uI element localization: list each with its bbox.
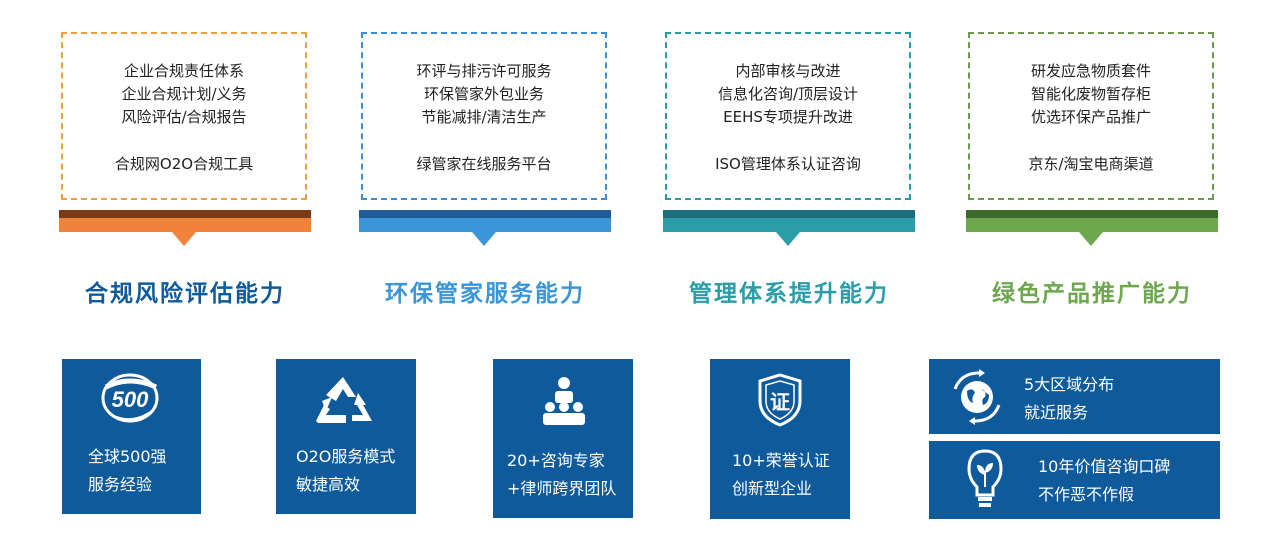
capability-heading: 环保管家服务能力	[385, 281, 585, 307]
pointer-triangle	[776, 232, 800, 246]
pointer-triangle	[472, 232, 496, 246]
capability-heading: 管理体系提升能力	[689, 281, 889, 307]
dashed-box	[968, 32, 1214, 200]
certification-shield-icon: 证	[756, 373, 804, 427]
service-item: 优选环保产品推广	[1030, 108, 1151, 126]
service-item: 研发应急物质套件	[1030, 62, 1151, 80]
certification-badge: 证	[770, 390, 790, 414]
service-item: EEHS专项提升改进	[723, 108, 853, 126]
tile-line: +律师跨界团队	[507, 479, 617, 498]
bar-dark-stripe	[966, 210, 1218, 218]
bar-dark-stripe	[663, 210, 915, 218]
bar-dark-stripe	[359, 210, 611, 218]
service-item: 企业合规责任体系	[123, 62, 244, 80]
tile-line: 全球500强	[88, 447, 167, 466]
dashed-box	[61, 32, 307, 200]
capability-heading: 合规风险评估能力	[85, 281, 285, 307]
tile-line: 敏捷高效	[296, 475, 361, 494]
advantage-tile-o2o: O2O服务模式 敏捷高效	[276, 359, 416, 514]
service-item: 节能减排/清洁生产	[421, 108, 547, 126]
service-list: 研发应急物质套件 智能化废物暂存柜 优选环保产品推广	[968, 60, 1214, 129]
tile-line: 10年价值咨询口碑	[1038, 457, 1171, 476]
globe-icon	[947, 367, 1007, 427]
tile-line: 创新型企业	[732, 479, 813, 498]
pointer-triangle	[172, 232, 196, 246]
color-bar	[359, 218, 611, 232]
service-list: 企业合规责任体系 企业合规计划/义务 风险评估/合规报告	[61, 60, 307, 129]
advantage-tile-experts: 20+咨询专家 +律师跨界团队	[493, 359, 633, 518]
advantage-tile-fortune500: 500 全球500强 服务经验	[62, 359, 201, 514]
bar-dark-stripe	[59, 210, 311, 218]
tile-line: 不作恶不作假	[1038, 485, 1135, 504]
service-tool: 绿管家在线服务平台	[416, 155, 552, 173]
service-item: 企业合规计划/义务	[121, 85, 247, 103]
dashed-box	[361, 32, 607, 200]
service-item: 内部审核与改进	[735, 62, 841, 80]
tile-line: 20+咨询专家	[507, 451, 605, 470]
advantage-tile-regions: 5大区域分布 就近服务	[929, 359, 1220, 434]
tile-line: 10+荣誉认证	[732, 451, 830, 470]
tile-line: O2O服务模式	[296, 447, 396, 466]
lightbulb-icon	[965, 447, 1005, 513]
service-list: 内部审核与改进 信息化咨询/顶层设计 EEHS专项提升改进	[665, 60, 911, 129]
service-item: 环保管家外包业务	[423, 85, 544, 103]
color-bar	[966, 218, 1218, 232]
tile-line: 就近服务	[1024, 403, 1089, 422]
fortune-500-icon: 500	[98, 371, 162, 425]
capability-heading: 绿色产品推广能力	[992, 281, 1192, 307]
color-bar	[59, 218, 311, 232]
dashed-box	[665, 32, 911, 200]
pointer-triangle	[1079, 232, 1103, 246]
service-item: 智能化废物暂存柜	[1030, 85, 1151, 103]
service-item: 风险评估/合规报告	[121, 108, 247, 126]
service-tool: 合规网O2O合规工具	[114, 155, 254, 173]
fortune-500-badge: 500	[112, 387, 149, 412]
tile-line: 5大区域分布	[1024, 375, 1115, 394]
service-tool: ISO管理体系认证咨询	[715, 155, 861, 173]
expert-team-icon	[541, 375, 587, 427]
tile-line: 服务经验	[88, 475, 153, 494]
service-list: 环评与排污许可服务 环保管家外包业务 节能减排/清洁生产	[361, 60, 607, 129]
advantage-tile-certification: 证 10+荣誉认证 创新型企业	[710, 359, 850, 519]
color-bar	[663, 218, 915, 232]
service-item: 信息化咨询/顶层设计	[717, 85, 859, 103]
recycle-icon	[312, 375, 374, 425]
advantage-tile-reputation: 10年价值咨询口碑 不作恶不作假	[929, 441, 1220, 519]
service-item: 环评与排污许可服务	[416, 62, 552, 80]
service-tool: 京东/淘宝电商渠道	[1028, 155, 1154, 173]
